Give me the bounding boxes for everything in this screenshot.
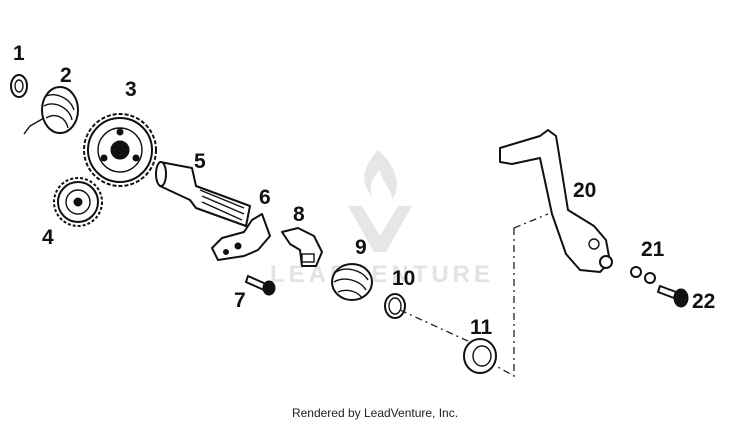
callout-1: 1 (13, 42, 25, 65)
part-5-shaft[interactable] (155, 161, 251, 227)
callout-8: 8 (293, 203, 305, 226)
part-4-small-gear[interactable] (53, 177, 103, 227)
part-3-large-gear[interactable] (83, 113, 157, 187)
callouts: 1 2 3 4 5 6 7 8 9 10 11 20 21 22 (13, 42, 715, 339)
assembly-line (399, 213, 549, 378)
part-8-guide[interactable] (281, 227, 323, 267)
footer-credit: Rendered by LeadVenture, Inc. (291, 406, 459, 420)
callout-7: 7 (234, 289, 246, 312)
part-10-washer[interactable] (384, 293, 406, 319)
v-logo-icon (348, 206, 412, 252)
callout-5: 5 (194, 150, 206, 173)
callout-4: 4 (42, 226, 54, 249)
callout-9: 9 (355, 236, 367, 259)
callout-21: 21 (641, 238, 665, 261)
part-1-ring[interactable] (10, 74, 28, 98)
part-20-kick-lever[interactable] (499, 129, 613, 273)
callout-22: 22 (692, 290, 715, 313)
part-2-spring[interactable] (23, 86, 79, 135)
part-7-bolt[interactable] (245, 275, 276, 296)
callout-20: 20 (573, 179, 596, 202)
callout-2: 2 (60, 64, 72, 87)
part-11-seal[interactable] (463, 338, 497, 374)
part-9-spring[interactable] (331, 263, 373, 301)
callout-10: 10 (392, 267, 415, 290)
callout-6: 6 (259, 186, 271, 209)
part-22-screw[interactable] (657, 285, 689, 308)
part-6-ratchet-plate[interactable] (211, 213, 271, 261)
flame-logo-icon (364, 150, 397, 200)
callout-11: 11 (470, 316, 493, 339)
callout-3: 3 (125, 78, 137, 101)
part-21-washers[interactable] (630, 266, 656, 284)
